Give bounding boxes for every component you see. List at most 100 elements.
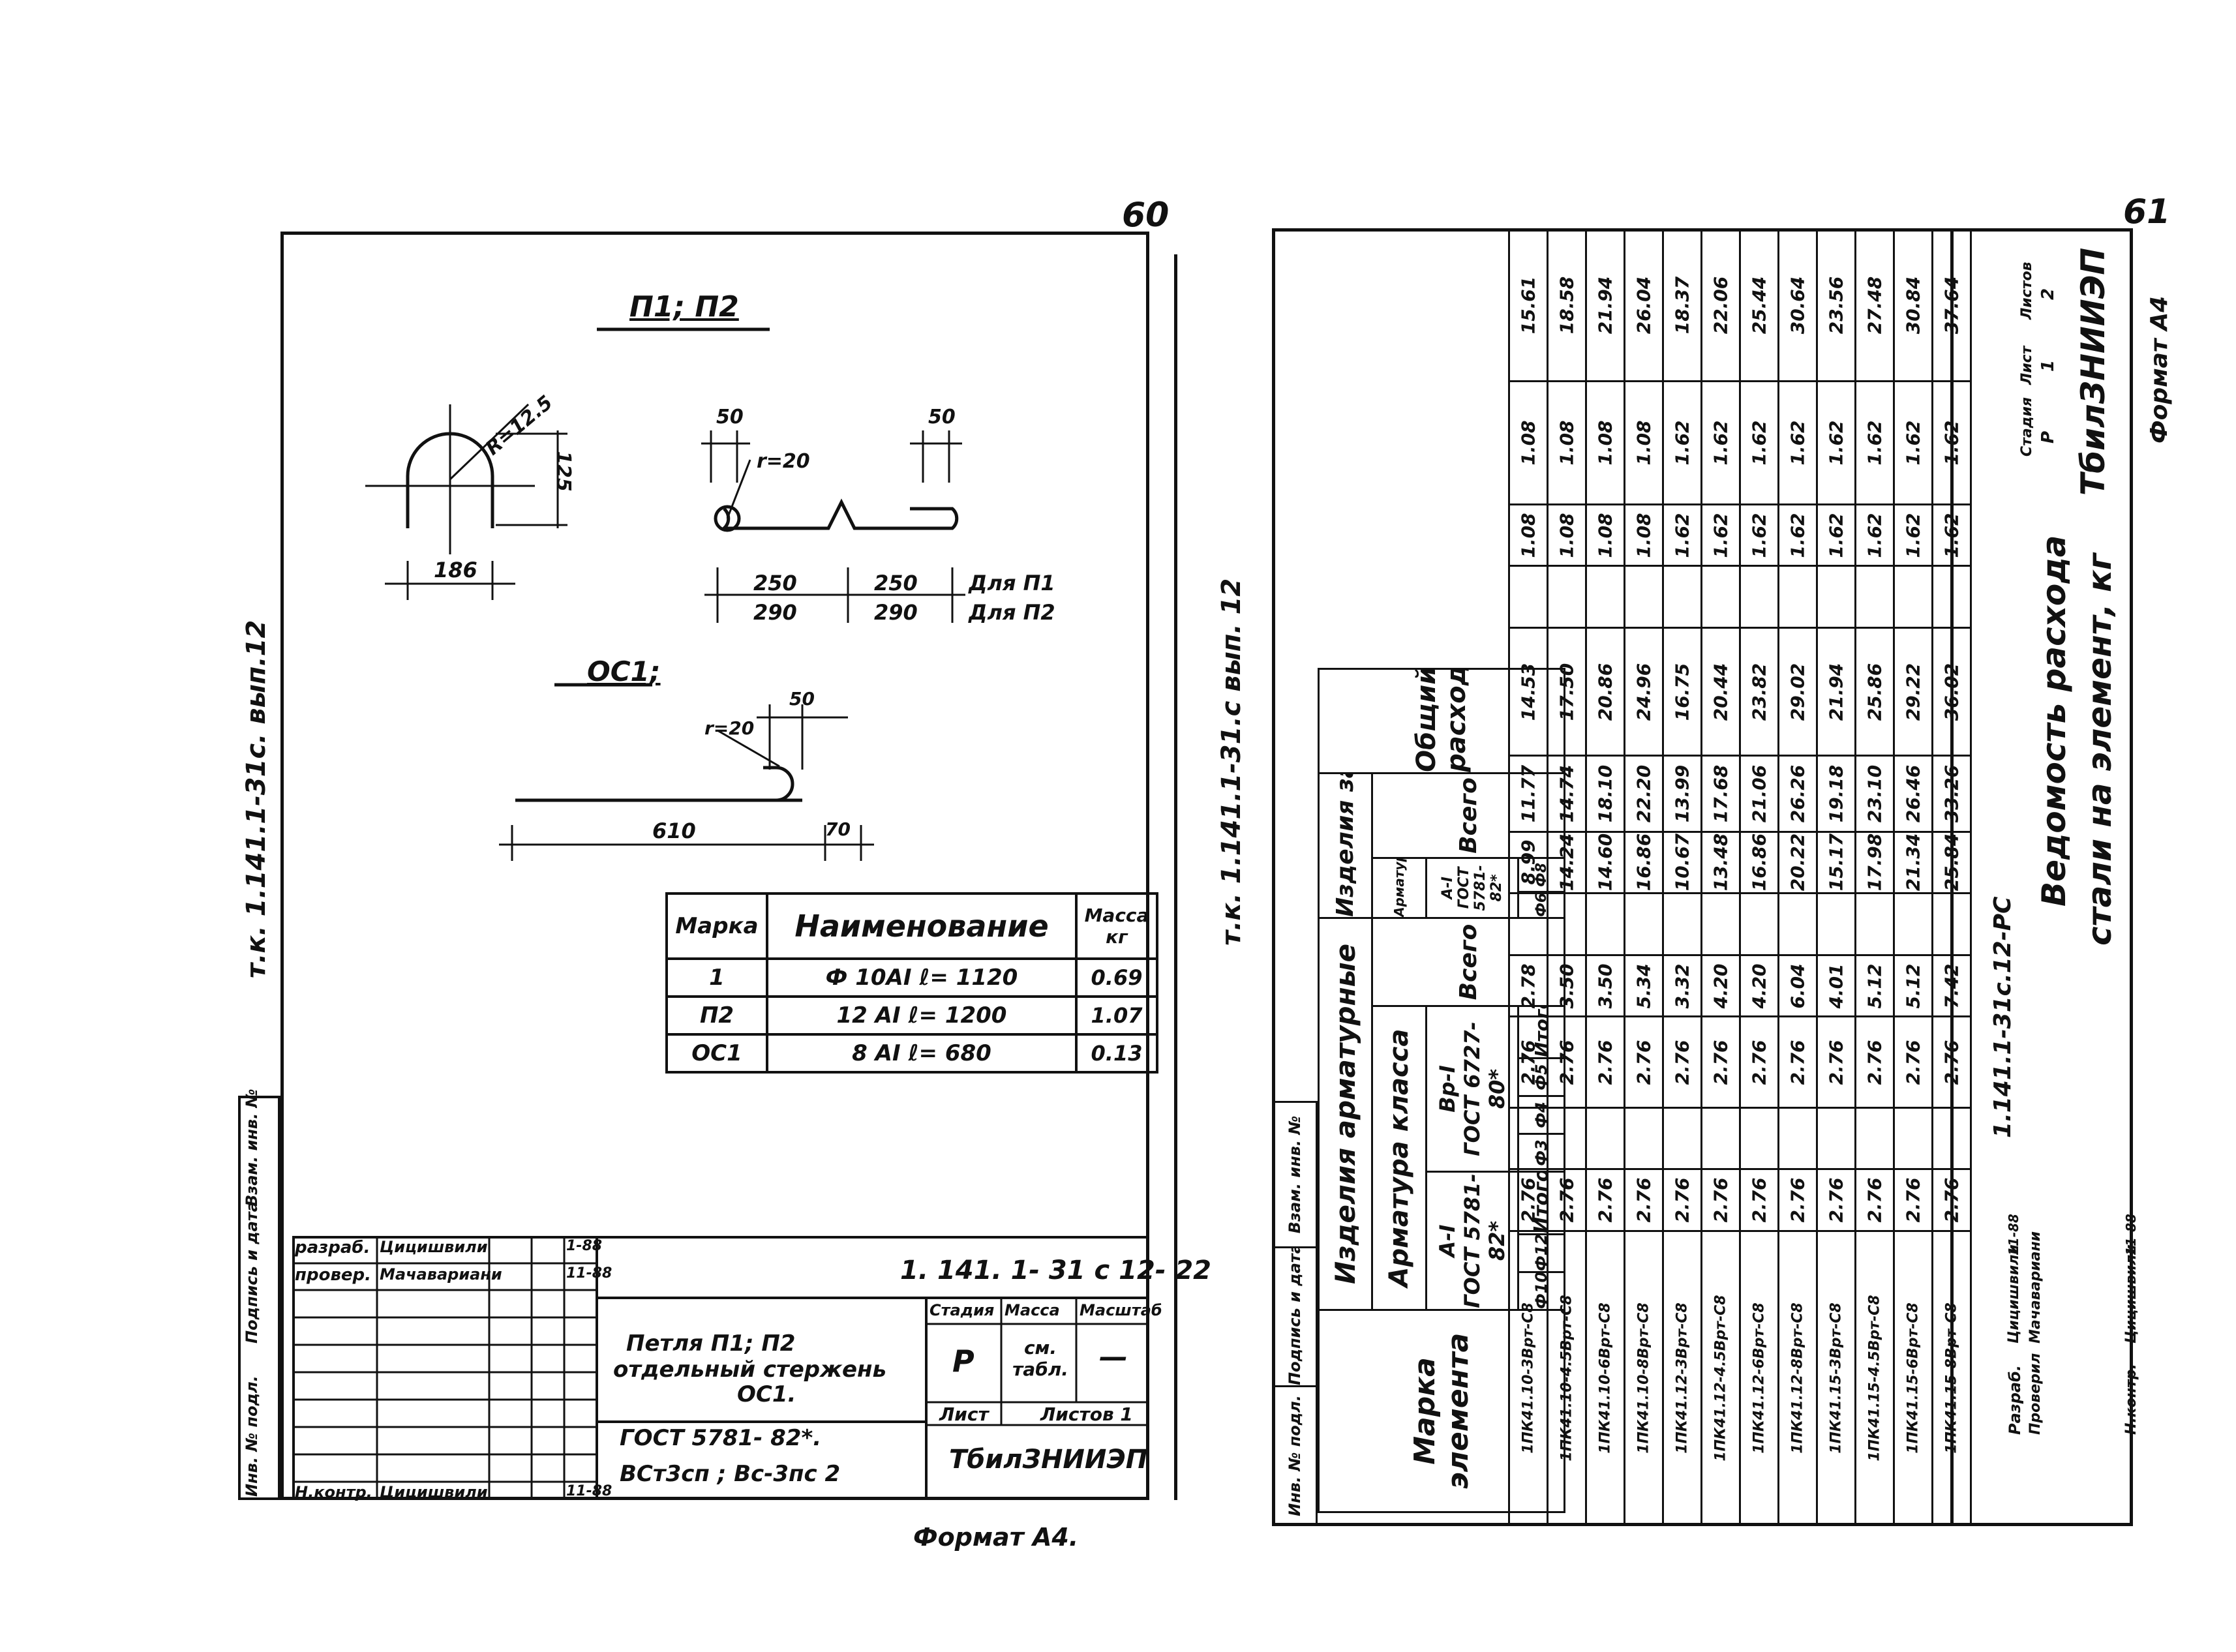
- usage-cell-text: 1.08: [1594, 513, 1616, 558]
- usage-cell: 1.62: [1777, 503, 1818, 567]
- usage-cell: 2.76: [1777, 1168, 1818, 1233]
- usage-cell-text: 21.34: [1902, 834, 1924, 892]
- usage-cell-text: 29.02: [1787, 663, 1809, 721]
- usage-cell-text: 1.62: [1710, 513, 1732, 558]
- usage-cell: 29.02: [1777, 626, 1818, 757]
- drawing-title: П1; П2: [629, 290, 739, 323]
- usage-cell-text: 27.48: [1864, 276, 1886, 335]
- usage-cell: 3.50: [1547, 954, 1587, 1018]
- usage-cell: 1ПК41.15-6Врт-С8: [1893, 1230, 1933, 1526]
- spec-row: П2 12 АI ℓ= 1200 1.07: [665, 995, 1158, 1036]
- tb-razrab-name: Цицишвили: [380, 1238, 488, 1256]
- usage-cell: [1624, 1106, 1664, 1171]
- usage-cell: [1508, 892, 1549, 956]
- usage-cell-text: 16.86: [1633, 834, 1655, 892]
- usage-cell-text: 13.99: [1671, 764, 1693, 823]
- usage-cell: [1816, 1106, 1856, 1171]
- usage-cell: [1585, 565, 1625, 629]
- usage-cell-text: 21.94: [1594, 276, 1616, 335]
- tb61-list-val: 1: [2038, 359, 2058, 372]
- usage-cell-text: 1.62: [1710, 420, 1732, 466]
- usage-cell: [1854, 892, 1895, 956]
- usage-cell-text: 18.37: [1671, 276, 1693, 335]
- usage-cell: [1854, 565, 1895, 629]
- spec-cell: 0.69: [1075, 957, 1158, 998]
- usage-cell: 1.08: [1624, 503, 1664, 567]
- usage-cell-text: 1.08: [1633, 420, 1655, 466]
- usage-cell-text: 1.62: [1787, 420, 1809, 466]
- usage-cell: 2.76: [1893, 1168, 1933, 1233]
- spec-header: Наименование: [766, 892, 1078, 960]
- header-ai-label: A-I: [1435, 1224, 1460, 1257]
- usage-cell-text: 15.17: [1825, 834, 1847, 892]
- usage-cell: 2.76: [1508, 1168, 1549, 1233]
- tb61-listov: Листов: [2019, 262, 2035, 320]
- usage-cell-text: 2.76: [1594, 1177, 1616, 1223]
- usage-cell: 18.37: [1662, 228, 1702, 382]
- usage-cell: [1893, 1106, 1933, 1171]
- tb61-prover: Проверил: [2027, 1353, 2044, 1435]
- usage-field-row: [1508, 892, 1972, 956]
- usage-cell-text: 2.76: [1787, 1040, 1809, 1085]
- tb61-prover-name: Мачавариани: [2027, 1231, 2044, 1344]
- header-zakl-ai-label: A-I: [1440, 877, 1457, 899]
- usage-cell-text: 3.50: [1556, 963, 1578, 1009]
- usage-cell: 15.17: [1816, 830, 1856, 895]
- usage-cell-text: 1.62: [1671, 420, 1693, 466]
- usage-cell-text: 21.94: [1825, 663, 1847, 721]
- usage-cell: 1.62: [1739, 503, 1779, 567]
- usage-cell-text: 1.62: [1864, 420, 1886, 466]
- usage-cell-text: 1ПК41.10-6Врт-С8: [1597, 1302, 1614, 1454]
- page-divider: [1174, 254, 1177, 1500]
- usage-cell: 2.76: [1547, 1015, 1587, 1109]
- header-ai-gost: ГОСТ 5781- 82*: [1460, 1173, 1510, 1308]
- title-block-61: [1950, 228, 2146, 1526]
- spec-table: Марка Наименование Масса кг 1 Ф 10АI ℓ= …: [665, 892, 1158, 1074]
- usage-cell-text: 25.86: [1864, 663, 1886, 721]
- usage-cell-text: 30.64: [1787, 276, 1809, 335]
- usage-cell-text: 30.84: [1902, 276, 1924, 335]
- tb-name-2: отдельный стержень: [613, 1357, 887, 1383]
- usage-cell: 1.08: [1547, 380, 1587, 505]
- usage-cell-text: 14.74: [1556, 764, 1578, 823]
- usage-cell-text: 1.62: [1748, 420, 1770, 466]
- usage-cell-text: 1.62: [1787, 513, 1809, 558]
- usage-cell-text: 1.62: [1748, 513, 1770, 558]
- usage-cell: 1.62: [1816, 380, 1856, 505]
- side-stamp-label: Подпись и дата: [1273, 1247, 1317, 1387]
- usage-cell-text: 20.44: [1710, 663, 1732, 721]
- tb-nkontr-date: 11-88: [566, 1483, 612, 1499]
- usage-cell: 3.32: [1662, 954, 1702, 1018]
- usage-cell-text: 26.04: [1633, 276, 1655, 335]
- usage-cell: 26.04: [1624, 228, 1664, 382]
- usage-cell-text: 1ПК41.15-4.5Врт-С8: [1866, 1295, 1883, 1462]
- usage-cell-text: 14.60: [1594, 834, 1616, 892]
- usage-cell: 1.62: [1854, 380, 1895, 505]
- spec-cell: 1: [665, 957, 768, 998]
- usage-cell: 5.12: [1893, 954, 1933, 1018]
- usage-cell: 1.62: [1854, 503, 1895, 567]
- tb61-stadia-val: Р: [2038, 430, 2058, 443]
- tb-razrab: разраб.: [295, 1238, 370, 1257]
- usage-cell-text: 2.76: [1556, 1040, 1578, 1085]
- usage-cell-text: 2.76: [1787, 1177, 1809, 1223]
- usage-cell: 2.76: [1816, 1015, 1856, 1109]
- dim-50-right: 50: [928, 406, 956, 428]
- oc-dim-610: 610: [652, 818, 696, 843]
- format-label: Формат А4.: [913, 1523, 1079, 1552]
- usage-cell: 1.62: [1893, 503, 1933, 567]
- usage-cell: 18.10: [1585, 755, 1625, 833]
- usage-cell-text: 2.76: [1825, 1177, 1847, 1223]
- usage-cell: 1ПК41.12-6Врт-С8: [1739, 1230, 1779, 1526]
- title-block: [292, 1236, 1149, 1500]
- tb-razrab-date: 1-88: [566, 1238, 603, 1254]
- usage-cell-text: 22.20: [1633, 764, 1655, 823]
- usage-cell: [1854, 1106, 1895, 1171]
- tb-prover: провер.: [295, 1265, 372, 1285]
- usage-cell: 1.62: [1700, 503, 1741, 567]
- tb-nkontr: Н.контр.: [295, 1483, 372, 1501]
- usage-cell: 2.76: [1854, 1168, 1895, 1233]
